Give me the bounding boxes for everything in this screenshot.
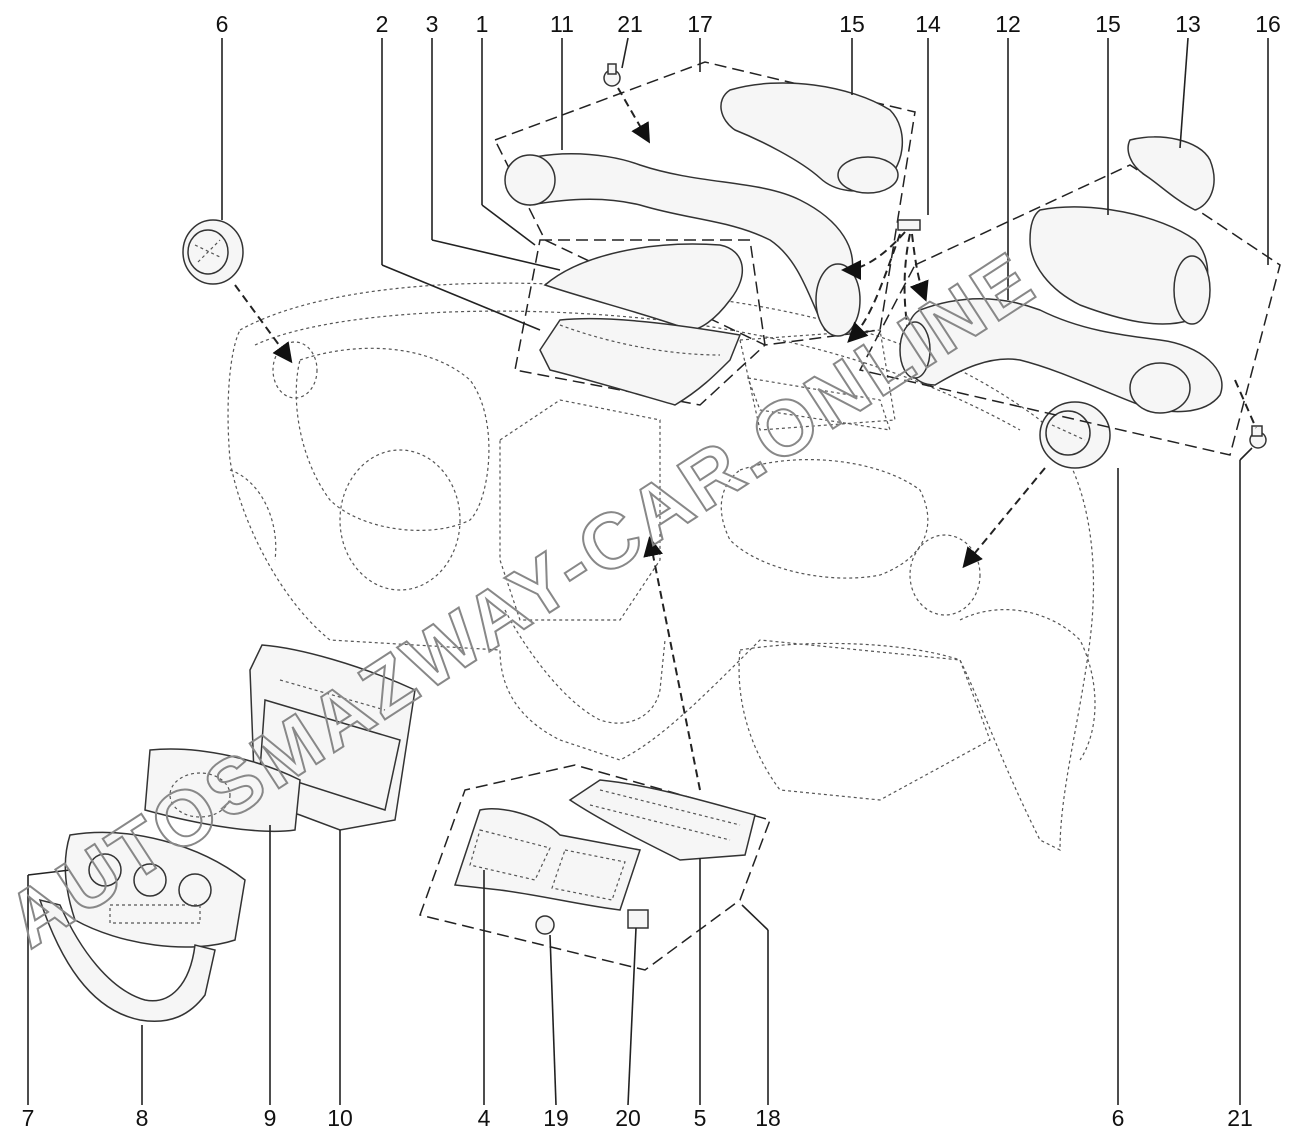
callout-18: 18 <box>755 1105 781 1131</box>
tray-lid-part-3 <box>543 243 744 331</box>
callout-15-b: 15 <box>1095 11 1121 37</box>
callout-16: 16 <box>1255 11 1281 37</box>
group-outline-18 <box>419 764 771 971</box>
group-outline-tray <box>514 239 766 406</box>
callout-19: 19 <box>543 1105 569 1131</box>
clip-part-21-top <box>603 63 621 87</box>
callout-20: 20 <box>615 1105 641 1131</box>
callout-2: 2 <box>376 11 389 37</box>
callout-13: 13 <box>1175 11 1201 37</box>
callout-21-bottom: 21 <box>1227 1105 1253 1131</box>
callout-14: 14 <box>915 11 941 37</box>
callout-10: 10 <box>327 1105 353 1131</box>
vent-part-6-right <box>1039 401 1111 469</box>
group-outline-16 <box>858 164 1281 456</box>
clip-part-14 <box>897 219 921 231</box>
tray-part-2 <box>539 317 742 406</box>
duct-cap-part-13 <box>1127 136 1215 211</box>
air-duct-part-15-upper <box>720 82 904 194</box>
control-panel-part-7 <box>64 831 246 948</box>
panel-part-9 <box>144 748 301 833</box>
air-duct-part-15-right <box>1029 206 1211 325</box>
clip-part-21-bottom <box>1249 425 1267 449</box>
clip-part-20 <box>627 909 649 929</box>
bracket-part-4 <box>453 808 641 911</box>
group-outline-17 <box>493 61 916 346</box>
air-duct-part-11 <box>504 153 861 337</box>
callout-8: 8 <box>136 1105 149 1131</box>
clip-part-19 <box>535 915 555 935</box>
callout-labels: 6 2 3 1 11 21 17 15 14 12 15 13 16 7 8 9… <box>22 11 1281 1131</box>
callout-9: 9 <box>264 1105 277 1131</box>
callout-17: 17 <box>687 11 713 37</box>
callout-4: 4 <box>478 1105 491 1131</box>
callout-6-top: 6 <box>216 11 229 37</box>
callout-15-a: 15 <box>839 11 865 37</box>
callout-12: 12 <box>995 11 1021 37</box>
frame-part-8 <box>38 898 216 1022</box>
callout-3: 3 <box>426 11 439 37</box>
callout-11: 11 <box>550 11 574 37</box>
air-duct-part-12 <box>899 298 1223 414</box>
callout-21-top: 21 <box>617 11 643 37</box>
callout-5: 5 <box>694 1105 707 1131</box>
vent-part-6-left <box>182 219 244 285</box>
leader-lines <box>27 37 1269 1106</box>
callout-7: 7 <box>22 1105 35 1131</box>
grille-part-5 <box>568 779 756 861</box>
trim-strip <box>747 377 891 431</box>
callout-6-bottom: 6 <box>1112 1105 1125 1131</box>
callout-1: 1 <box>476 11 489 37</box>
